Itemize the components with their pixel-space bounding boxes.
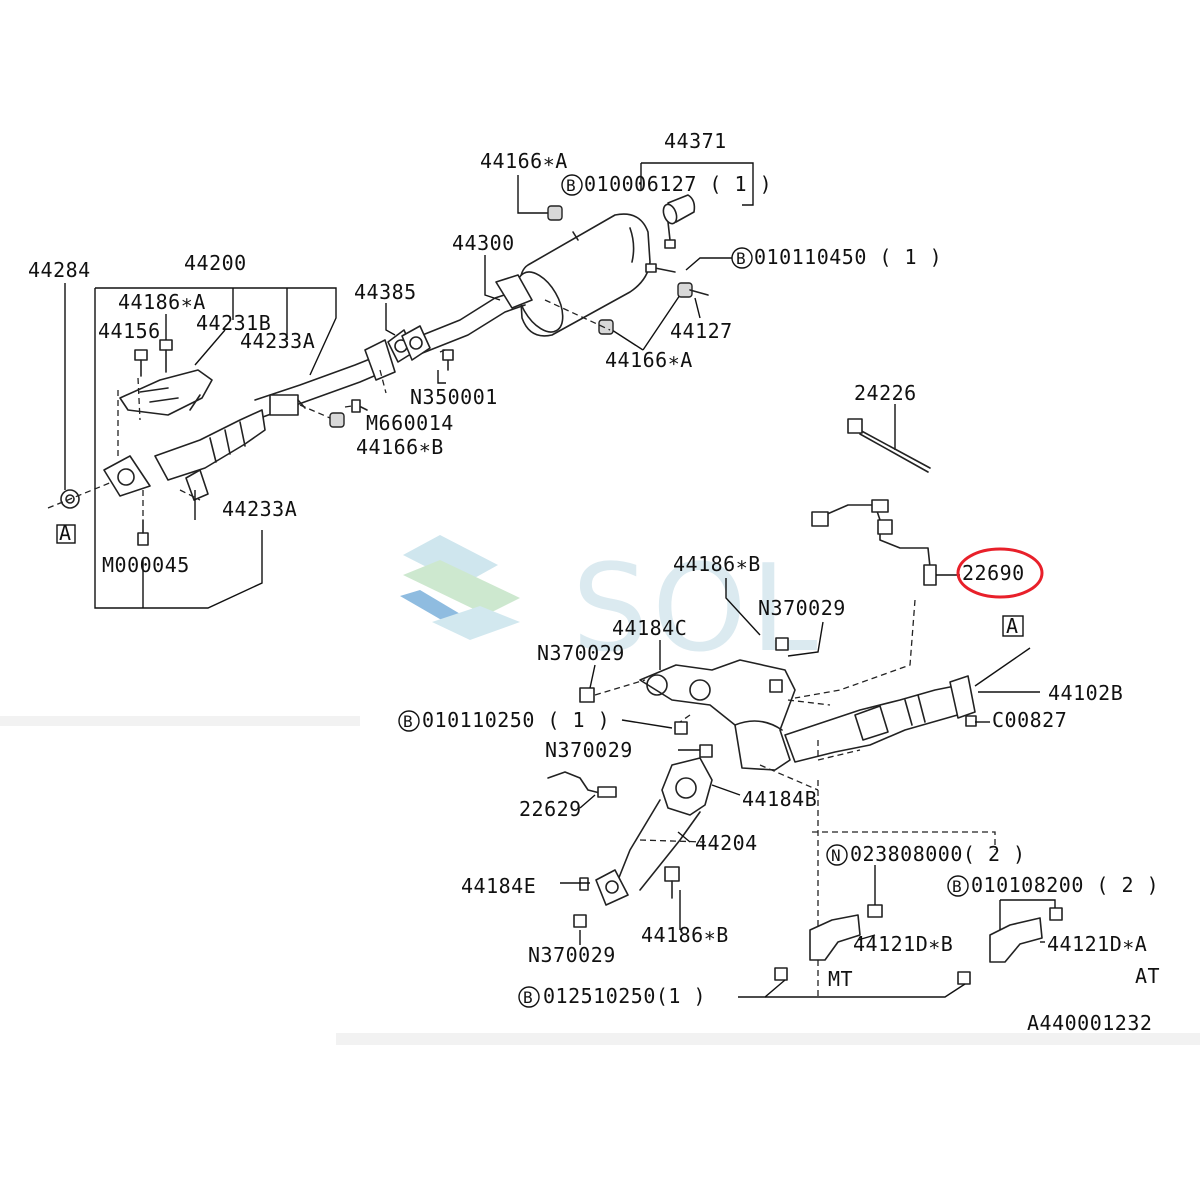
label-44204: 44204 (695, 831, 758, 855)
label-010110450: 010110450 ( 1 ) (754, 245, 942, 269)
svg-text:B: B (566, 176, 576, 195)
label-m000045: M000045 (102, 553, 190, 577)
nut-c00827 (965, 715, 990, 727)
manifold-44184c (639, 659, 796, 771)
circled-b-010110450: B (731, 247, 753, 269)
label-44233a-bottom: 44233A (222, 497, 297, 521)
label-44231b: 44231B (196, 311, 271, 335)
label-24226: 24226 (854, 381, 917, 405)
pipe-44204 (595, 757, 713, 906)
label-44166a-top: 44166∗A (480, 149, 568, 173)
label-22690: 22690 (962, 561, 1025, 585)
box-a-left (56, 524, 76, 544)
label-44186a: 44186∗A (118, 290, 206, 314)
label-44121d-b: 44121D∗B (853, 932, 953, 956)
hanger-44166a-1 (547, 205, 563, 221)
bracket-44121d-a (989, 899, 1063, 963)
circled-n-023808000: N (826, 844, 848, 866)
label-a-right: A (1006, 614, 1019, 638)
label-012510250: 012510250(1 ) (543, 984, 706, 1008)
svg-text:B: B (952, 877, 962, 896)
bolt-m660014 (351, 399, 368, 413)
label-44233a-top: 44233A (240, 329, 315, 353)
separator-left (0, 716, 360, 726)
hanger-44166a-2 (598, 319, 614, 335)
front-pipe-44200 (103, 339, 396, 497)
label-a-left: A (59, 521, 72, 545)
front-pipe-44102b (784, 675, 976, 763)
svg-text:B: B (736, 249, 746, 268)
label-44166b: 44166∗B (356, 435, 444, 459)
label-44184c: 44184C (612, 616, 687, 640)
o2-sensor-22690 (811, 499, 960, 586)
label-n370029-right: N370029 (758, 596, 846, 620)
label-44121d-a: 44121D∗A (1047, 932, 1147, 956)
svg-text:B: B (523, 988, 533, 1007)
label-023808000: 023808000( 2 ) (850, 842, 1026, 866)
label-44200: 44200 (184, 251, 247, 275)
nut-n370029-mid (699, 744, 713, 758)
nut-n370029-left (579, 687, 595, 703)
bolt-010110250 (674, 721, 688, 735)
muffler-44300 (516, 213, 651, 337)
label-010108200: 010108200 ( 2 ) (971, 873, 1159, 897)
circled-b-012510250: B (518, 986, 540, 1008)
label-44156: 44156 (98, 319, 161, 343)
bracket-44121d-b (809, 865, 883, 961)
label-44385: 44385 (354, 280, 417, 304)
circled-b-010006127: B (561, 174, 583, 196)
label-44102b: 44102B (1048, 681, 1123, 705)
label-44166a-bottom: 44166∗A (605, 348, 693, 372)
label-at: AT (1135, 964, 1160, 988)
highlight-22690 (956, 547, 1044, 599)
bolt-44156 (134, 349, 148, 377)
circled-b-010108200: B (947, 875, 969, 897)
label-m660014: M660014 (366, 411, 454, 435)
label-44184b: 44184B (742, 787, 817, 811)
separator-bottom (336, 1033, 1200, 1045)
label-44186b-bottom: 44186∗B (641, 923, 729, 947)
label-22629: 22629 (519, 797, 582, 821)
bolt-m000045 (137, 519, 149, 546)
box-a-right (1002, 615, 1024, 637)
svg-text:B: B (403, 712, 413, 731)
gasket-44385 (385, 303, 431, 363)
label-44186b-top: 44186∗B (673, 552, 761, 576)
circled-b-010110250: B (398, 710, 420, 732)
svg-text:N: N (831, 846, 841, 865)
label-n350001: N350001 (410, 385, 498, 409)
label-010110250: 010110250 ( 1 ) (422, 708, 610, 732)
label-44127: 44127 (670, 319, 733, 343)
label-reference-number: A440001232 (1027, 1011, 1152, 1035)
bracket-24226 (847, 404, 931, 473)
label-010006127: 010006127 ( 1 ) (584, 172, 772, 196)
nut-n370029-top (775, 637, 789, 651)
label-44300: 44300 (452, 231, 515, 255)
nut-n350001 (437, 349, 454, 384)
bolt-44186b-bottom (664, 866, 680, 899)
nut-n370029-bottom (573, 914, 587, 928)
label-n370029-bottom: N370029 (528, 943, 616, 967)
tail-pipe-44371 (662, 194, 696, 249)
label-n370029-mid: N370029 (545, 738, 633, 762)
watermark-logo: SOL (400, 535, 821, 679)
o2-sensor-22629 (547, 771, 617, 798)
label-44284: 44284 (28, 258, 91, 282)
label-c00827: C00827 (992, 708, 1067, 732)
label-44371: 44371 (664, 129, 727, 153)
hanger-44166b (329, 412, 345, 428)
nut-n370029-right (769, 679, 783, 693)
label-44184e: 44184E (461, 874, 536, 898)
label-n370029-left: N370029 (537, 641, 625, 665)
label-mt: MT (828, 967, 853, 991)
center-pipe (409, 274, 533, 357)
bolt-44186a (159, 314, 173, 373)
gasket-44184e (579, 877, 589, 891)
watermark-text: SOL (572, 540, 821, 679)
bolts-012510250 (738, 967, 971, 998)
